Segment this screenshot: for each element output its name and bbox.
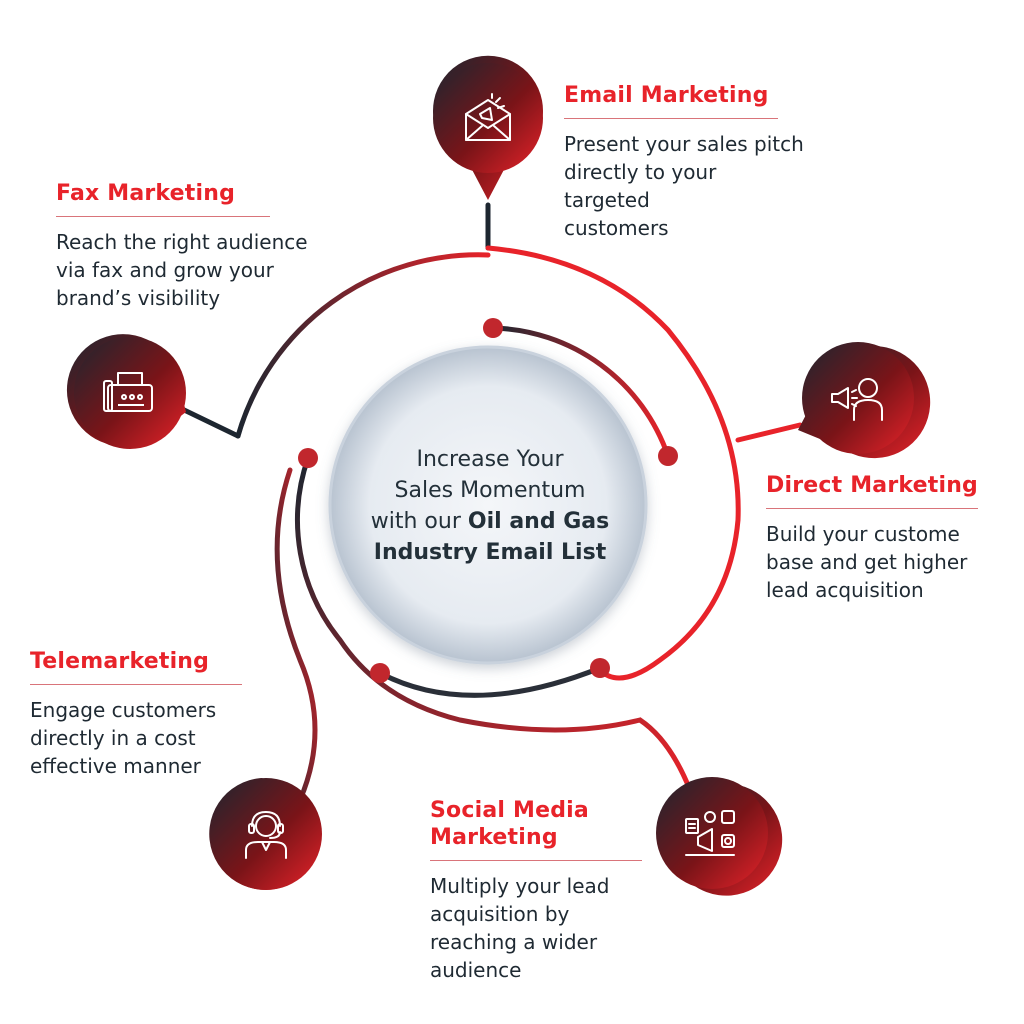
- direct-connector: [735, 422, 803, 443]
- center-line-3-plain: with our: [370, 509, 468, 534]
- tele-pin: [209, 778, 322, 890]
- fax-machine-icon: [100, 363, 160, 423]
- inner-arc-left: [295, 455, 693, 793]
- fax-marketing-title: Fax Marketing: [56, 181, 236, 206]
- direct-marketing-title: Direct Marketing: [766, 473, 979, 498]
- center-heading: Increase Your Sales Momentum with our Oi…: [345, 444, 635, 568]
- tele-connector: [274, 467, 318, 803]
- center-line-1: Increase Your: [416, 447, 564, 472]
- outer-arc-right-curve: [485, 245, 741, 681]
- fax-marketing-description: Reach the right audience via fax and gro…: [56, 230, 308, 310]
- center-line-4-bold: Industry Email List: [373, 540, 607, 565]
- direct-marketing-block: Direct Marketing Build your custome base…: [766, 472, 1016, 604]
- social-media-marketing-title: Social Media Marketing: [430, 798, 589, 850]
- arc-dot: [590, 658, 610, 678]
- divider: [56, 216, 270, 217]
- inner-arc-bottom: [377, 665, 603, 698]
- center-line-2: Sales Momentum: [394, 478, 586, 503]
- divider: [30, 684, 242, 685]
- center-line-3: with our Oil and Gas: [345, 506, 635, 537]
- fax-marketing-block: Fax Marketing Reach the right audience v…: [56, 180, 376, 312]
- arc-dot: [298, 448, 318, 468]
- headset-agent-icon: [236, 804, 296, 864]
- divider: [766, 508, 978, 509]
- arc-dot: [658, 446, 678, 466]
- email-marketing-block: Email Marketing Present your sales pitch…: [564, 82, 804, 242]
- center-line-4: Industry Email List: [345, 537, 635, 568]
- arc-dot: [370, 663, 390, 683]
- direct-marketing-description: Build your custome base and get higher l…: [766, 522, 968, 602]
- social-media-marketing-block: Social Media Marketing Multiply your lea…: [430, 797, 670, 984]
- telemarketing-block: Telemarketing Engage customers directly …: [30, 648, 290, 780]
- outer-arc-left: [235, 252, 491, 439]
- social-media-marketing-description: Multiply your lead acquisition by reachi…: [430, 874, 610, 982]
- divider: [430, 860, 642, 861]
- inner-arc-top: [490, 325, 671, 459]
- envelope-megaphone-icon: [458, 88, 518, 148]
- email-marketing-title: Email Marketing: [564, 83, 769, 108]
- telemarketing-title: Telemarketing: [30, 649, 210, 674]
- person-megaphone-icon: [828, 368, 888, 428]
- email-marketing-description: Present your sales pitch directly to you…: [564, 132, 804, 240]
- telemarketing-description: Engage customers directly in a cost effe…: [30, 698, 217, 778]
- fax-connector: [177, 405, 241, 439]
- arc-dot: [483, 318, 503, 338]
- laptop-social-icon: [682, 803, 742, 863]
- divider: [564, 118, 778, 119]
- center-line-3-bold: Oil and Gas: [467, 509, 610, 534]
- center-circle: [328, 345, 648, 665]
- fax-pin: [66, 334, 186, 449]
